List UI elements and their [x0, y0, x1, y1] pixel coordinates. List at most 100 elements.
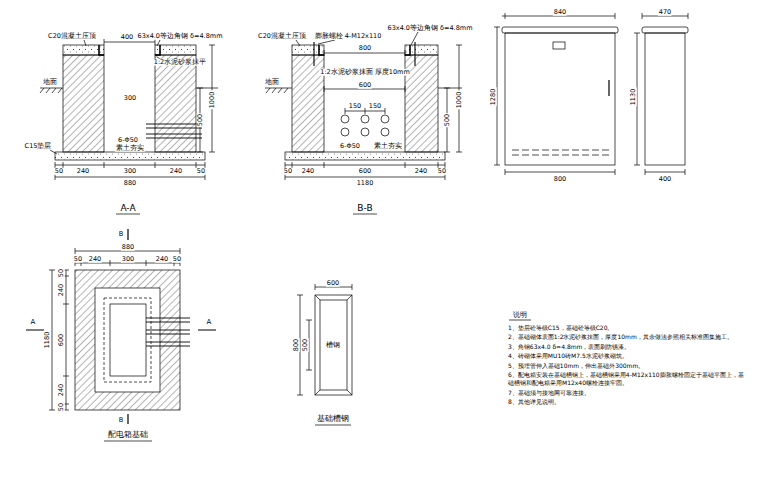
note-line: 1、垫层砼等级C15，基础砼等级C20。 — [508, 324, 748, 332]
path-shape — [353, 214, 377, 215]
path-shape — [50, 40, 165, 154]
dimension-label: 240 — [301, 168, 315, 175]
dimension-label: 500 — [197, 113, 204, 127]
dimension-label: 1280 — [490, 88, 497, 107]
note-line: 7、基础须与接地网可靠连接。 — [508, 389, 748, 397]
dimension-label: 1180 — [356, 180, 375, 187]
dimension-label: 240 — [169, 168, 183, 175]
dimension-label: 240 — [414, 168, 428, 175]
note-line: 5、预埋管伸入基础10mm，伸出基础外300mm。 — [508, 362, 748, 370]
material-callout: 素土夯实 — [373, 143, 403, 150]
dimension-label: 400 — [120, 34, 134, 41]
view-title: A-A — [119, 204, 136, 213]
rect-shape — [155, 45, 196, 55]
dimension-label: 600 — [326, 280, 340, 287]
dimension-label: 240 — [155, 256, 169, 263]
path-shape — [456, 45, 462, 152]
path-shape — [26, 329, 216, 330]
notes-underline — [509, 320, 531, 321]
path-shape — [319, 45, 410, 55]
channel-steel — [297, 284, 352, 425]
dimension-label: 800 — [293, 338, 300, 352]
circle-shape — [341, 128, 349, 136]
material-callout: 素土夯实 — [115, 145, 145, 152]
path-shape — [104, 441, 152, 442]
material-callout: 63x4.0等边角钢 δ=4.8mm — [387, 25, 474, 32]
dimension-label: 880 — [121, 244, 135, 251]
rect-shape — [315, 295, 352, 395]
dimension-label: 880 — [123, 180, 137, 187]
dimension-label: 840 — [553, 9, 567, 16]
material-callout: C20混凝土压顶 — [47, 33, 97, 40]
path-shape — [197, 88, 203, 152]
pipe-callout: 6-Φ50 — [117, 137, 139, 144]
material-callout: 63x4.0等边角钢 δ=4.8mm — [137, 33, 224, 40]
dimension-label: 300 — [123, 95, 137, 102]
dimension-label: 50 — [196, 168, 206, 175]
rect-shape — [155, 55, 196, 152]
circle-shape — [361, 128, 369, 136]
foundation-plan — [26, 229, 216, 441]
notes-title: 说明 — [512, 312, 528, 319]
rect-shape — [110, 304, 146, 376]
ground-label: 地面 — [42, 79, 58, 86]
cabinet-side — [634, 13, 688, 175]
rect-shape — [505, 33, 615, 165]
dimension-label: 50 — [283, 168, 293, 175]
dimension-label: 500 — [302, 338, 309, 352]
dimension-label: 240 — [58, 383, 65, 397]
note-line: 3、角钢63x4.0 δ=4.8mm，表面刷防锈漆。 — [508, 343, 748, 351]
dimension-label: 150 — [368, 103, 382, 110]
path-shape — [99, 45, 160, 55]
pipe-callout: 6-Φ50 — [339, 143, 361, 150]
path-shape — [315, 425, 351, 426]
dimension-label: 50 — [54, 168, 64, 175]
dimension-label: 1130 — [630, 88, 637, 107]
cabinet-front — [494, 13, 618, 175]
dimension-label: 300 — [123, 168, 137, 175]
section-mark: B — [118, 231, 124, 238]
path-shape — [146, 318, 190, 346]
material-callout: 膨胀螺栓 4-M12x110 — [314, 33, 383, 40]
dimension-label: 600 — [358, 82, 372, 89]
circle-shape — [361, 115, 369, 123]
view-title: B-B — [356, 204, 373, 213]
dimension-label: 240 — [88, 256, 102, 263]
rect-shape — [75, 270, 180, 410]
rect-shape — [320, 300, 347, 390]
circle-shape — [381, 128, 389, 136]
dimension-label: 240 — [76, 168, 90, 175]
path-shape — [315, 295, 352, 395]
part-label: 槽钢 — [325, 342, 341, 349]
rect-shape — [95, 288, 160, 392]
rect-shape — [502, 27, 618, 33]
dimension-label: 50 — [58, 268, 65, 278]
path-shape — [209, 45, 215, 152]
path-shape — [512, 150, 609, 151]
circle-shape — [341, 115, 349, 123]
material-callout: 1:2水泥砂浆抹平 — [153, 59, 207, 66]
rect-shape — [553, 42, 565, 49]
rect-shape — [645, 33, 685, 165]
dimension-label: 800 — [553, 176, 567, 183]
circle-shape — [381, 115, 389, 123]
dimension-label: 50 — [73, 256, 83, 263]
dimension-label: 470 — [658, 9, 672, 16]
path-shape — [645, 169, 685, 175]
section-mark: A — [30, 319, 37, 326]
dimension-label: 800 — [358, 45, 372, 52]
section-b-b — [265, 32, 462, 214]
view-title: 基础槽钢 — [316, 415, 350, 423]
path-shape — [444, 88, 450, 152]
material-callout: 1:2水泥砂浆抹面 厚度10mm — [319, 69, 410, 76]
dimension-label: 240 — [58, 283, 65, 297]
rect-shape — [104, 298, 151, 382]
rect-shape — [55, 152, 205, 160]
rect-shape — [642, 27, 688, 33]
path-shape — [116, 214, 140, 215]
section-mark: A — [206, 319, 213, 326]
path-shape — [512, 155, 609, 156]
path-shape — [505, 169, 615, 175]
view-title: 配电箱基础 — [107, 431, 149, 439]
